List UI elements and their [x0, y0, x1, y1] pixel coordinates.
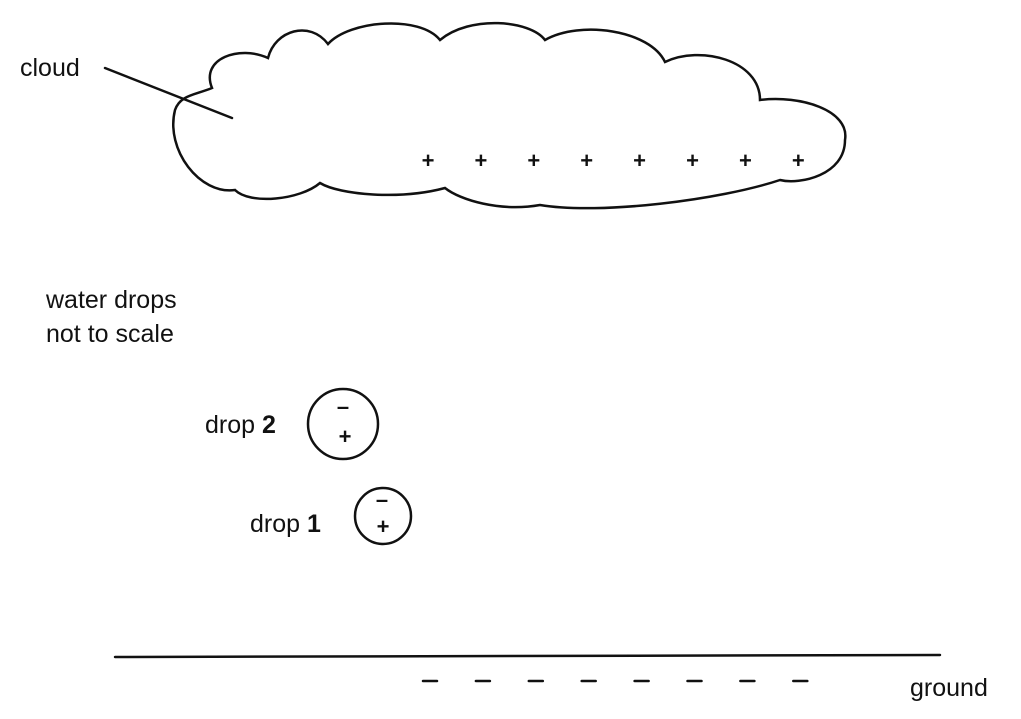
svg-text:+: +	[339, 424, 352, 449]
drop-1-label: drop 1	[250, 510, 321, 538]
cloud-plus-charge: +	[474, 148, 487, 173]
cloud-plus-charge: +	[739, 148, 752, 173]
cloud-leader-line	[103, 66, 234, 120]
drop-2: – +	[306, 387, 380, 461]
svg-text:–: –	[337, 394, 349, 419]
ground-label: ground	[910, 674, 988, 702]
drop-2-label: drop 2	[205, 411, 276, 439]
svg-text:+: +	[377, 514, 390, 539]
cloud-plus-charge: +	[633, 148, 646, 173]
svg-text:–: –	[376, 487, 388, 512]
cloud-charges: + + + + + + + +	[422, 148, 805, 173]
cloud-plus-charge: +	[527, 148, 540, 173]
cloud-outline	[172, 21, 847, 210]
cloud-plus-charge: +	[580, 148, 593, 173]
cloud-plus-charge: +	[422, 148, 435, 173]
cloud-plus-charge: +	[686, 148, 699, 173]
drop-1: – +	[353, 486, 413, 546]
ground-line	[113, 653, 942, 659]
note-line-2: not to scale	[46, 320, 174, 348]
cloud-plus-charge: +	[792, 148, 805, 173]
note-line-1: water drops	[45, 286, 177, 314]
cloud-label: cloud	[20, 54, 80, 82]
